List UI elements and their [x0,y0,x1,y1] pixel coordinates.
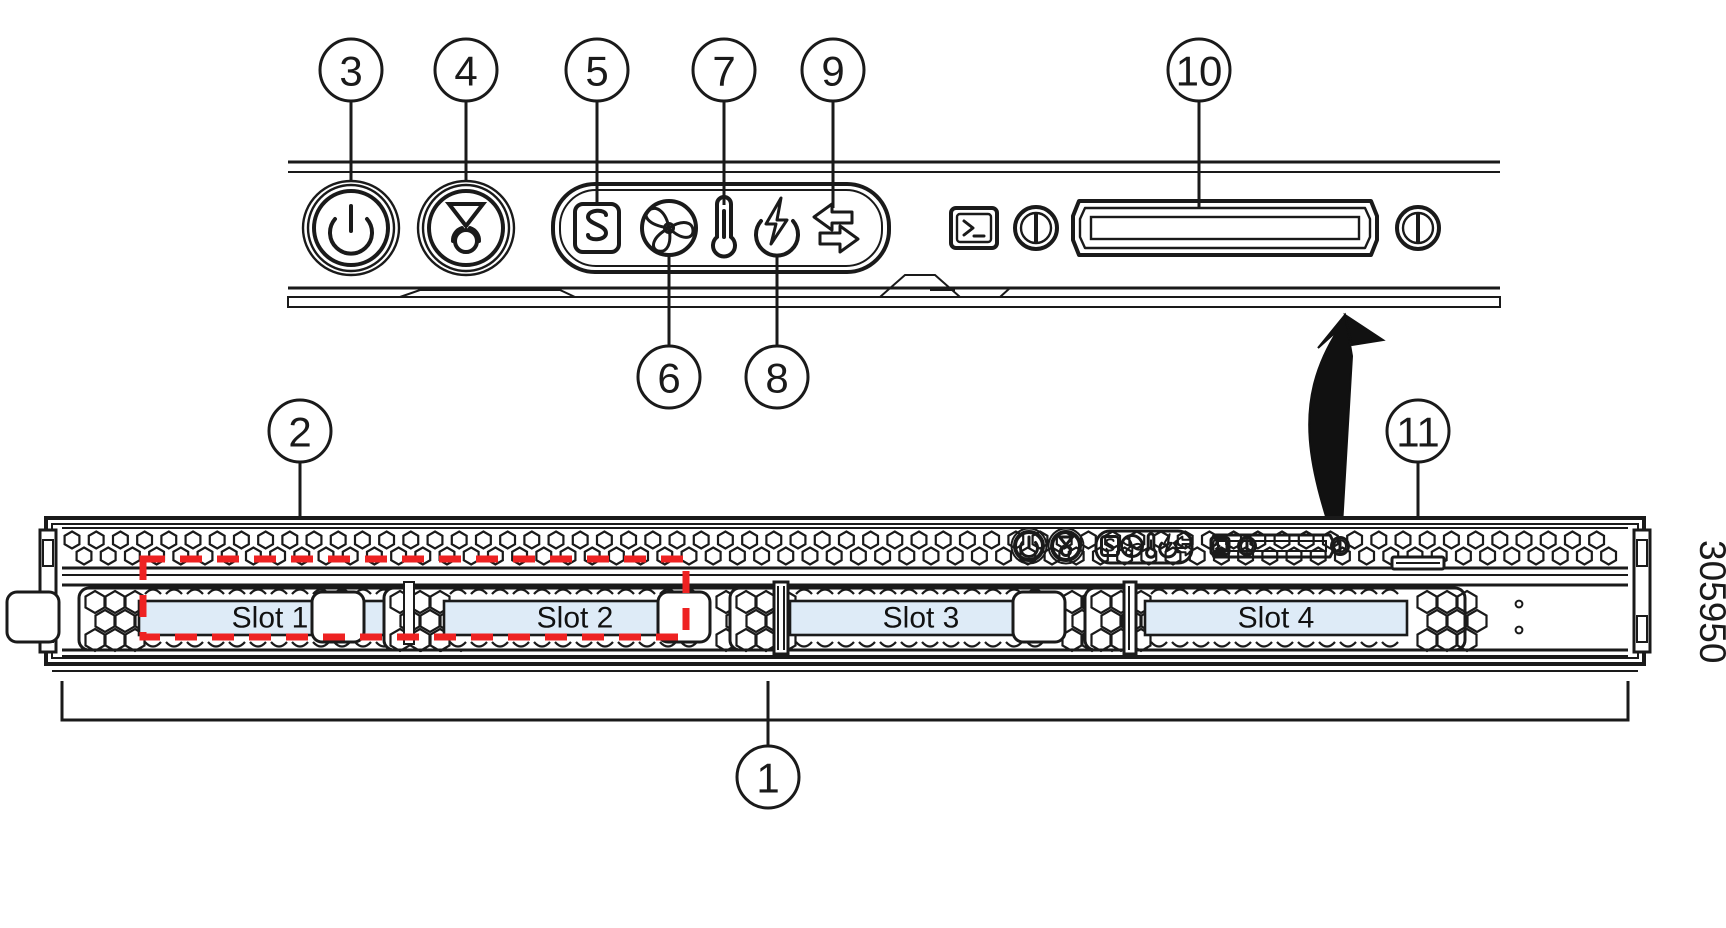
front-panel-detail-view [287,160,1501,308]
callout-number: 4 [454,48,477,95]
identification-button[interactable] [1046,526,1086,566]
power-button[interactable] [301,179,401,277]
power-icon [1009,526,1049,566]
drive-ejector-handle[interactable] [310,590,366,644]
callout-circle [318,37,384,103]
kvm-connector[interactable] [1071,199,1379,257]
power-supply-status-led [754,196,800,258]
callout-number: 10 [1176,48,1223,95]
drive-fault-led [1514,625,1524,635]
callout-6: 6 [636,344,702,410]
rack-ear-right [1632,528,1652,654]
callout-number: 3 [339,48,362,95]
callout-circle [744,344,810,410]
callout-9: 9 [800,37,866,103]
callout-number: 9 [821,48,844,95]
callout-circle [691,37,757,103]
screw-icon [1330,536,1350,556]
power-button[interactable] [1009,526,1049,566]
server-chassis-front: Slot 1 Slot 2 Slot 3 Slot 4 [5,516,1652,672]
callout-circle [433,37,499,103]
callout-circle [735,744,801,810]
callout-circle [564,37,630,103]
thermometer-icon [711,195,737,259]
left-thumbscrew[interactable] [1013,205,1059,251]
system-status-s-icon [573,202,621,254]
drive-bay-row: Slot 1 Slot 2 Slot 3 Slot 4 [5,583,1628,657]
callout-number: 2 [288,409,311,456]
mini-led-cluster [1094,529,1194,565]
drive-ejector-handle[interactable] [5,590,61,644]
temperature-status-led [711,195,737,259]
power-supply-bolt-icon [754,196,800,258]
callout-5: 5 [564,37,630,103]
chassis-ventilation-mesh [62,527,1628,576]
drive-activity-led [1514,599,1524,609]
callout-2: 2 [267,398,333,464]
callout-circle [1385,398,1451,464]
kvm-connector-icon [1071,199,1379,257]
callout-number: 7 [712,48,735,95]
callout-11: 11 [1385,398,1451,464]
callout-number: 6 [657,355,680,402]
callout-circle [267,398,333,464]
callout-circle [1166,37,1232,103]
detail-bezel-rails [287,160,1501,308]
slot-label-text: Slot 3 [883,602,960,635]
screw-icon [1013,205,1059,251]
bay-divider-posts [403,580,1138,656]
screw-icon [1395,205,1441,251]
chassis-mini-control-panel [1009,526,1350,566]
drive-bay-slot-4[interactable]: Slot 4 [1011,586,1524,653]
console-port[interactable] [949,206,999,250]
identification-button[interactable] [416,179,516,277]
slot-group-highlight [139,555,690,641]
right-thumbscrew[interactable] [1395,205,1441,251]
callout-circle [800,37,866,103]
network-activity-led [812,202,860,254]
slot-label-text: Slot 2 [537,602,614,635]
figure-id-label: 305950 [1692,540,1726,663]
callout-number: 1 [756,755,779,802]
callout-8: 8 [744,344,810,410]
chassis-bottom-edge [46,662,1644,672]
drive-ejector-handle[interactable] [1011,590,1067,644]
console-terminal-icon [949,206,999,250]
slot-label-text: Slot 1 [232,602,309,635]
fan-icon [640,199,698,257]
callout-3: 3 [318,37,384,103]
fan-status-led [640,199,698,257]
asset-pull-tag[interactable] [1390,555,1446,571]
callout-number: 11 [1396,409,1440,456]
slot-label-text: Slot 4 [1238,602,1315,635]
callout-1: 1 [735,744,801,810]
callout-10: 10 [1166,37,1232,103]
callout-4: 4 [433,37,499,103]
slot-label-plate [1143,599,1409,637]
callout-number: 8 [765,355,788,402]
identification-icon [1046,526,1086,566]
power-icon [306,183,396,273]
network-activity-arrows-icon [812,202,860,254]
identification-icon [421,183,511,273]
callout-7: 7 [691,37,757,103]
callout-bubbles: 1 2 3 4 5 6 7 8 9 10 11 [267,37,1451,810]
system-status-led [573,202,621,254]
callout-circle [636,344,702,410]
chassis-width-bracket [60,681,1630,722]
status-led-cluster [551,182,891,274]
callout-number: 5 [585,48,608,95]
chassis-thumbscrew-right[interactable] [1330,536,1350,556]
